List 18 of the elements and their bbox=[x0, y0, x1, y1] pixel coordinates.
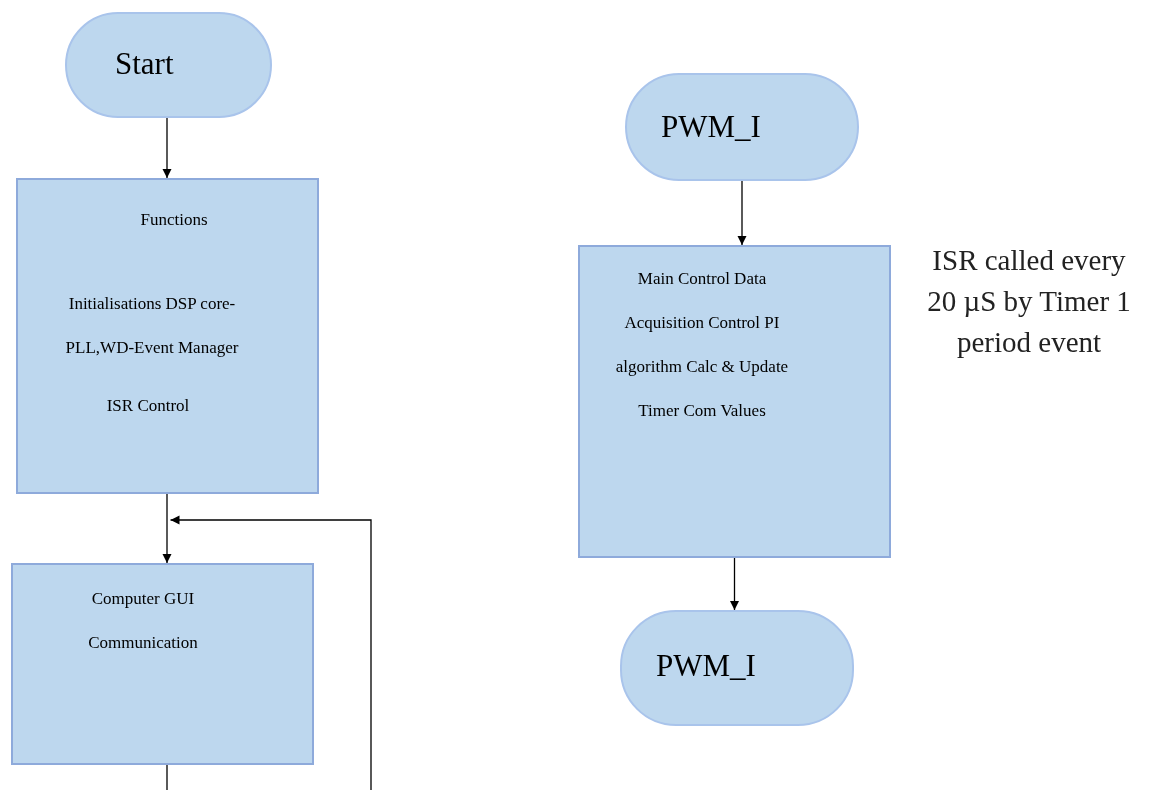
connector-line bbox=[166, 764, 168, 790]
process-box bbox=[11, 563, 314, 765]
terminal-label: PWM_I bbox=[661, 109, 761, 145]
process-box bbox=[578, 245, 891, 558]
step-text: Initialisations DSP core- PLL,WD-Event Manager bbox=[64, 293, 240, 359]
arrow bbox=[737, 180, 747, 246]
terminal-label: PWM_I bbox=[656, 648, 756, 684]
note-text: ISR called every 20 µS by Timer 1 period event bbox=[926, 243, 1132, 360]
arrow bbox=[162, 493, 172, 564]
step-text: Computer GUI Communication bbox=[87, 588, 199, 654]
arrow bbox=[169, 515, 372, 790]
step-text: Main Control Data Acquisition Control PI algorithm Calc & Update Timer Com Values bbox=[614, 268, 790, 422]
arrow bbox=[730, 557, 739, 611]
step-text: ISR Control bbox=[105, 396, 191, 416]
process-box bbox=[16, 178, 319, 494]
step-text: Functions bbox=[139, 210, 209, 230]
arrow bbox=[162, 117, 172, 179]
terminal-label: Start bbox=[115, 46, 174, 82]
